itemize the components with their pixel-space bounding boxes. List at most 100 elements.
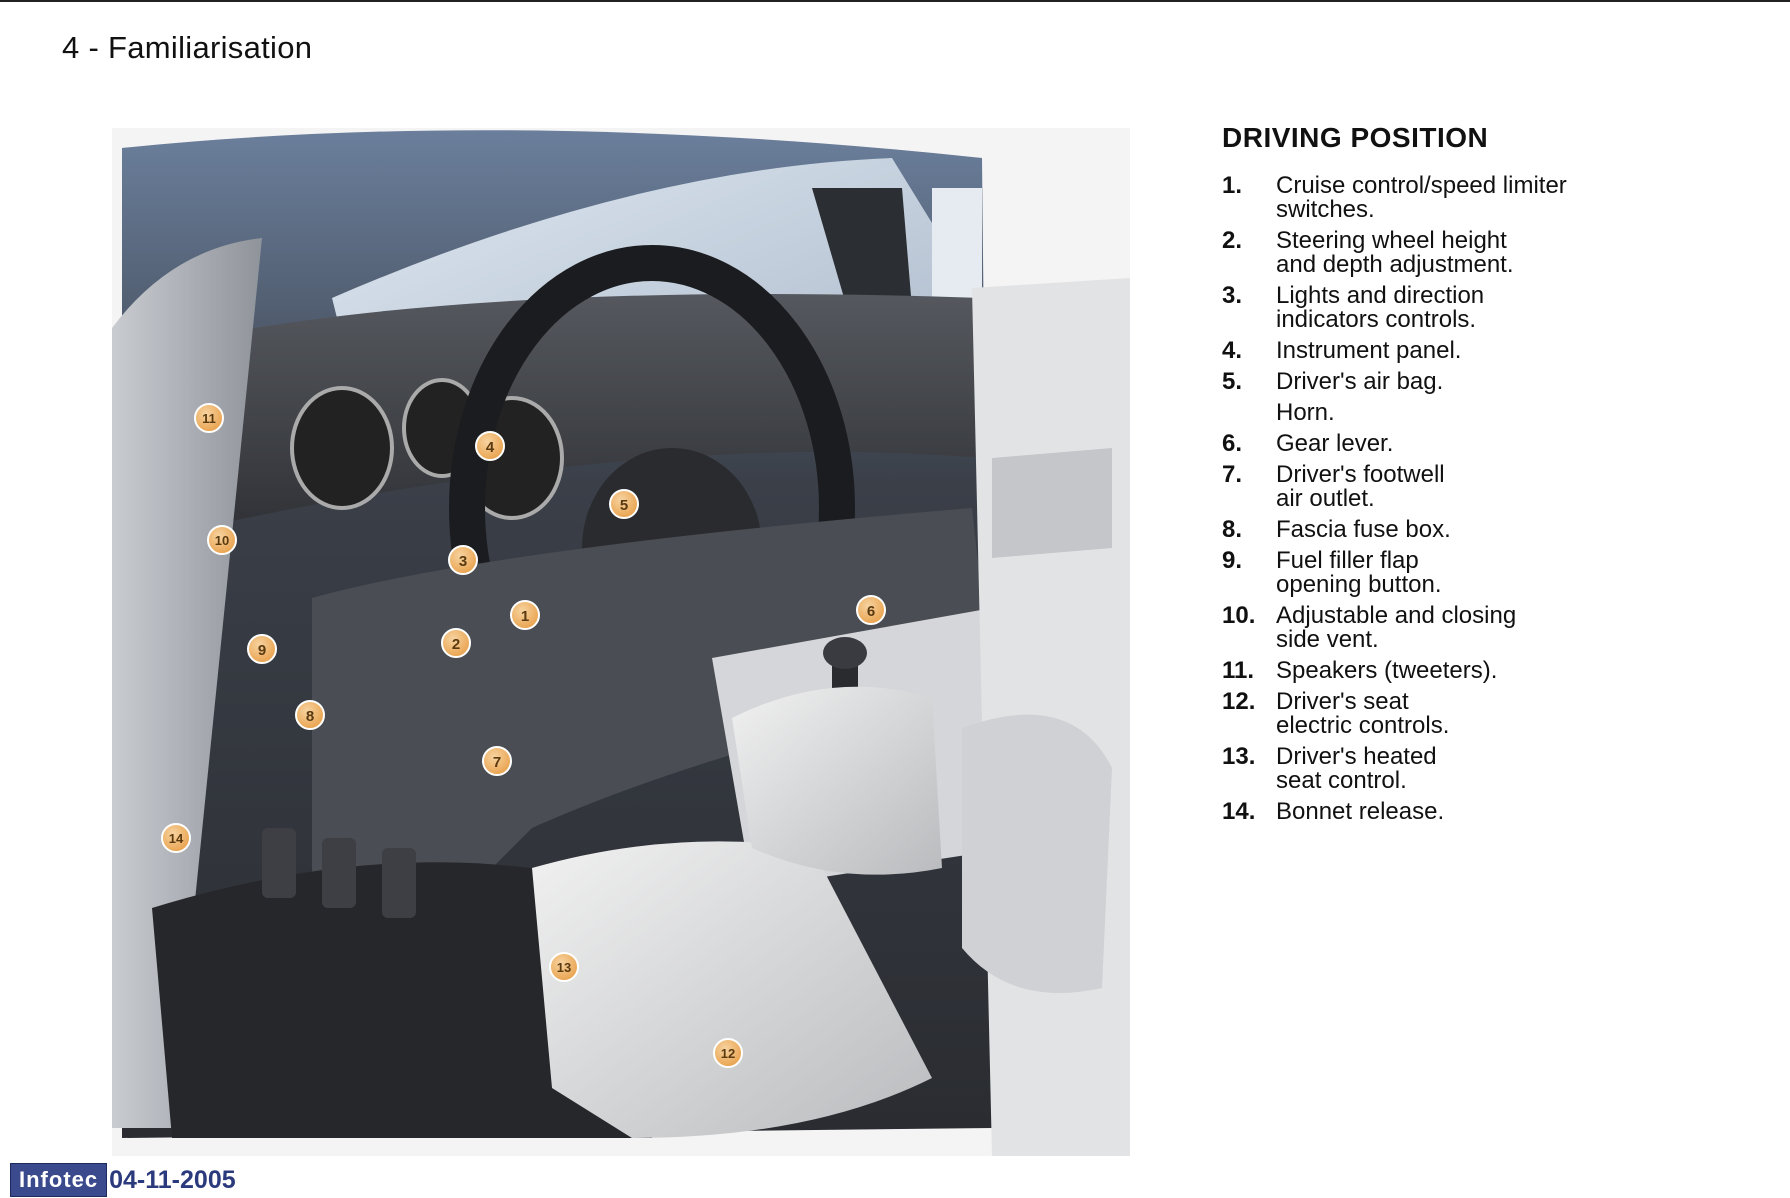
top-rule (0, 0, 1790, 2)
svg-text:7: 7 (493, 754, 501, 771)
legend-item-number: 4. (1222, 337, 1243, 364)
legend-item-number: 12. (1222, 688, 1256, 715)
svg-text:4: 4 (486, 439, 495, 456)
svg-text:13: 13 (557, 960, 571, 975)
legend-item-line: and depth adjustment. (1276, 251, 1514, 278)
infotec-logo: Infotec (10, 1163, 108, 1197)
legend-item-number: 10. (1222, 602, 1256, 629)
legend-item-text: Instrument panel. (1276, 339, 1762, 363)
marker-10: 10 (207, 525, 237, 555)
svg-text:6: 6 (867, 603, 875, 620)
legend-item-line: electric controls. (1276, 712, 1450, 739)
marker-11: 11 (194, 403, 224, 433)
legend-item: 8. Fascia fuse box. (1222, 518, 1762, 542)
legend-item: 5. Driver's air bag. (1222, 370, 1762, 394)
svg-text:2: 2 (452, 636, 460, 653)
legend-item-number: 14. (1222, 798, 1256, 825)
marker-6: 6 (856, 595, 886, 625)
legend-item: 6. Gear lever. (1222, 432, 1762, 456)
marker-12: 12 (713, 1038, 743, 1068)
legend-item-number: 5. (1222, 368, 1243, 395)
legend-item-number: 1. (1222, 172, 1243, 199)
legend-item-line: Driver's heated (1276, 743, 1437, 770)
svg-text:11: 11 (202, 411, 216, 426)
legend-item-text: Bonnet release. (1276, 800, 1762, 824)
legend-item-line: indicators controls. (1276, 306, 1477, 333)
legend-item-number: 8. (1222, 516, 1243, 543)
marker-7: 7 (482, 746, 512, 776)
legend-item-number: 3. (1222, 282, 1243, 309)
page-title: 4 - Familiarisation (62, 30, 313, 65)
marker-8: 8 (295, 700, 325, 730)
legend-item-line: Gear lever. (1276, 430, 1394, 457)
footer: Infotec 04-11-2005 (10, 1163, 236, 1197)
marker-4: 4 (475, 431, 505, 461)
svg-text:3: 3 (459, 553, 467, 570)
legend-item-number: 2. (1222, 227, 1243, 254)
legend-item-line: opening button. (1276, 571, 1442, 598)
marker-5: 5 (609, 489, 639, 519)
legend-item-line: Instrument panel. (1276, 337, 1462, 364)
legend-item-number: 9. (1222, 547, 1243, 574)
legend-item-line: Fuel filler flap (1276, 547, 1419, 574)
legend-item-line: Lights and direction (1276, 282, 1485, 309)
marker-1: 1 (510, 600, 540, 630)
legend-item-line: Driver's seat (1276, 688, 1409, 715)
legend-item-line: Adjustable and closing (1276, 602, 1517, 629)
legend-item: Horn. (1222, 401, 1762, 425)
marker-3: 3 (448, 545, 478, 575)
legend-item-line: Fascia fuse box. (1276, 516, 1451, 543)
marker-14: 14 (161, 823, 191, 853)
legend-item-text: Speakers (tweeters). (1276, 659, 1762, 683)
legend-item-line: Driver's footwell (1276, 461, 1445, 488)
legend-item: 11. Speakers (tweeters). (1222, 659, 1762, 683)
legend-item-line: Driver's air bag. (1276, 368, 1444, 395)
svg-text:5: 5 (620, 497, 628, 514)
illustration-markers: 1 2 3 4 5 6 7 8 9 10 11 12 13 14 (161, 403, 886, 1068)
legend-item-line: Bonnet release. (1276, 798, 1445, 825)
legend-item-line: Cruise control/speed limiter (1276, 172, 1567, 199)
marker-9: 9 (247, 634, 277, 664)
svg-text:12: 12 (721, 1046, 735, 1061)
section-title: DRIVING POSITION (1222, 122, 1489, 153)
legend-item-line: Horn. (1276, 399, 1335, 426)
legend-item-line: switches. (1276, 196, 1375, 223)
svg-text:9: 9 (258, 642, 266, 659)
marker-2: 2 (441, 628, 471, 658)
legend-item-number: 13. (1222, 743, 1256, 770)
legend-item-number: 7. (1222, 461, 1243, 488)
legend-item-number: 6. (1222, 430, 1243, 457)
svg-text:8: 8 (306, 708, 314, 725)
legend-item-line: seat control. (1276, 767, 1407, 794)
legend-item-line: air outlet. (1276, 485, 1375, 512)
legend-item-number (1222, 401, 1276, 425)
legend-item-line: side vent. (1276, 626, 1379, 653)
svg-text:1: 1 (521, 608, 529, 625)
marker-13: 13 (549, 952, 579, 982)
svg-text:14: 14 (169, 831, 184, 846)
legend-item: 4. Instrument panel. (1222, 339, 1762, 363)
legend-item-line: Speakers (tweeters). (1276, 657, 1498, 684)
footer-date: 04-11-2005 (109, 1165, 236, 1194)
legend-item-text: Gear lever. (1276, 432, 1762, 456)
legend-item-number: 11. (1222, 657, 1255, 684)
legend-item: 14. Bonnet release. (1222, 800, 1762, 824)
legend-item-text: Fascia fuse box. (1276, 518, 1762, 542)
